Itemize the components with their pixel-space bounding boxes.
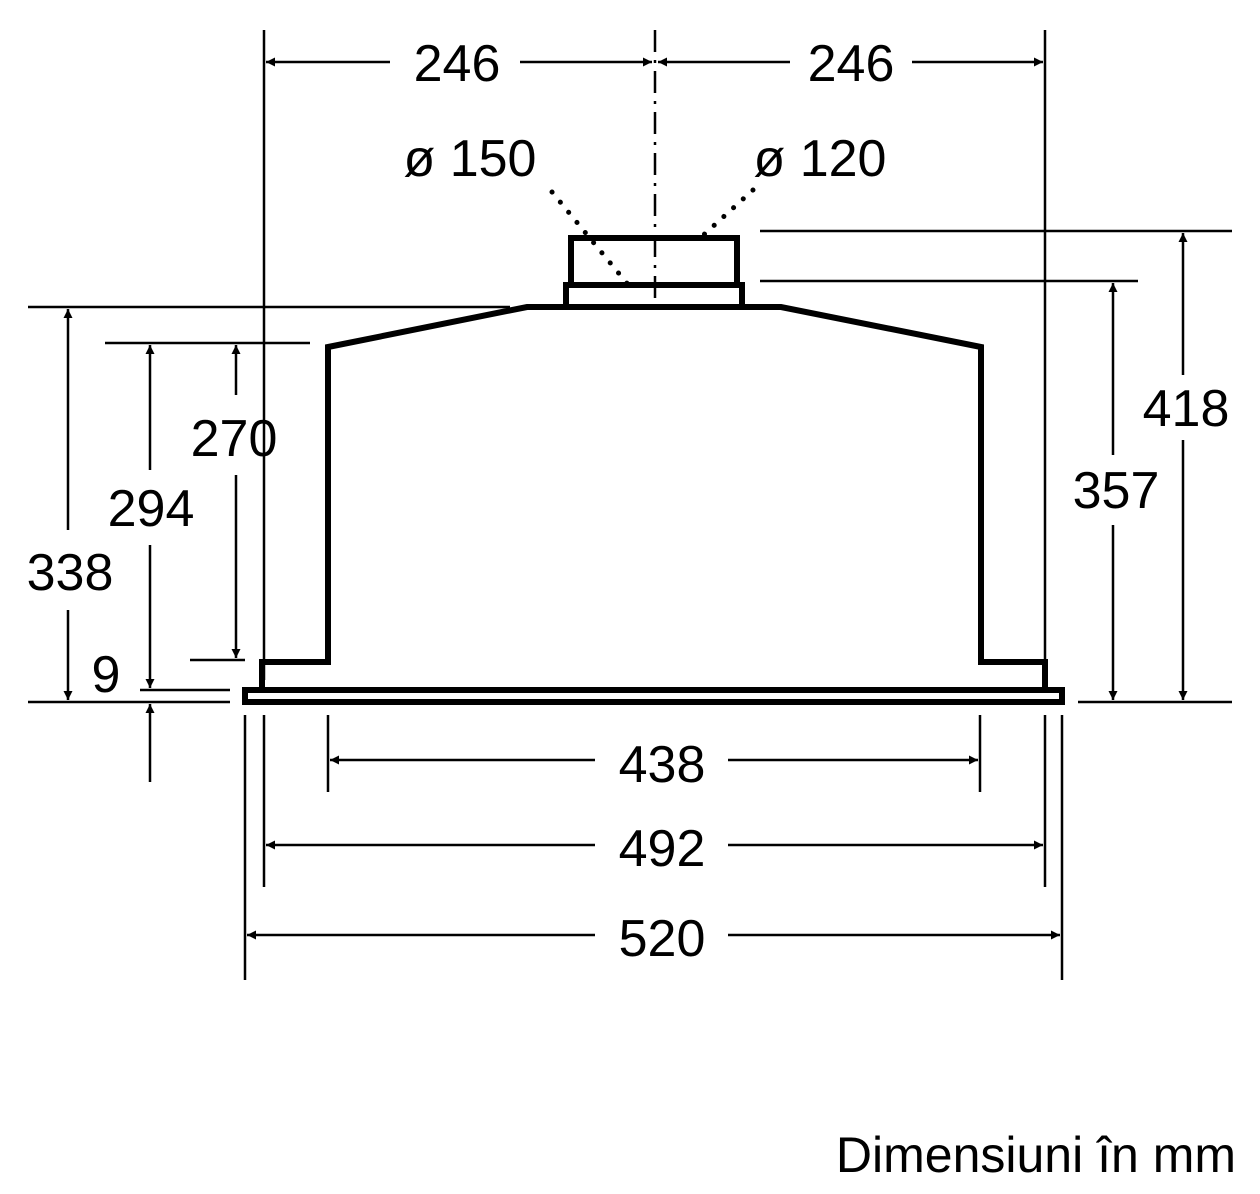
dim-duct-150: ø 150	[404, 130, 537, 188]
dim-9: 9	[92, 646, 121, 704]
dim-246-right: 246	[808, 35, 895, 93]
units-caption: Dimensiuni în mm	[836, 1127, 1236, 1183]
hood-outline	[242, 235, 1065, 705]
dim-438: 438	[619, 736, 706, 794]
dim-246-left: 246	[414, 35, 501, 93]
dim-right	[1108, 233, 1188, 700]
duct-collar	[563, 282, 745, 310]
dim-270: 270	[191, 410, 278, 468]
dim-294: 294	[108, 480, 195, 538]
leader-120	[695, 187, 756, 243]
dim-bottom	[247, 755, 1060, 940]
dim-492: 492	[619, 820, 706, 878]
dim-520: 520	[619, 910, 706, 968]
extension-lines	[28, 30, 1232, 980]
dim-duct-120: ø 120	[754, 130, 887, 188]
dim-left	[63, 309, 241, 782]
dim-357: 357	[1073, 462, 1160, 520]
dim-418: 418	[1143, 380, 1230, 438]
dim-338: 338	[27, 544, 114, 602]
leader-150	[549, 189, 633, 290]
